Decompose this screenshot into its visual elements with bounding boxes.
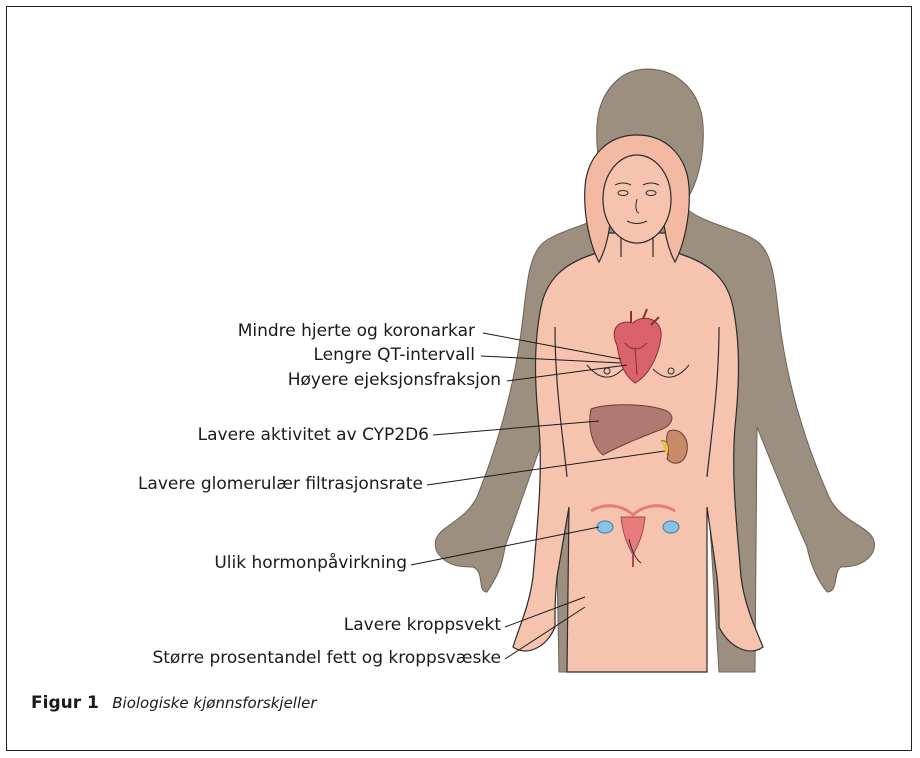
figure-caption: Figur 1 Biologiske kjønnsforskjeller <box>31 693 317 713</box>
figure-number: Figur 1 <box>31 693 99 713</box>
label-ejection-fraction: Høyere ejeksjonsfraksjon <box>288 370 501 390</box>
label-heart-size: Mindre hjerte og koronarkar <box>238 321 475 341</box>
female-figure <box>513 135 763 672</box>
figure-caption-text: Biologiske kjønnsforskjeller <box>112 694 316 712</box>
label-gfr: Lavere glomerulær filtrasjonsrate <box>138 474 423 494</box>
ovary-right-icon <box>663 521 679 533</box>
label-body-weight: Lavere kroppsvekt <box>344 615 501 635</box>
ovary-left-icon <box>597 521 613 533</box>
label-qt-interval: Lengre QT-intervall <box>313 345 475 365</box>
label-fat-fluid: Større prosentandel fett og kroppsvæske <box>152 648 501 668</box>
figure-frame: Mindre hjerte og koronarkar Lengre QT-in… <box>6 6 912 751</box>
label-cyp2d6: Lavere aktivitet av CYP2D6 <box>198 425 429 445</box>
label-hormone: Ulik hormonpåvirkning <box>214 553 407 573</box>
